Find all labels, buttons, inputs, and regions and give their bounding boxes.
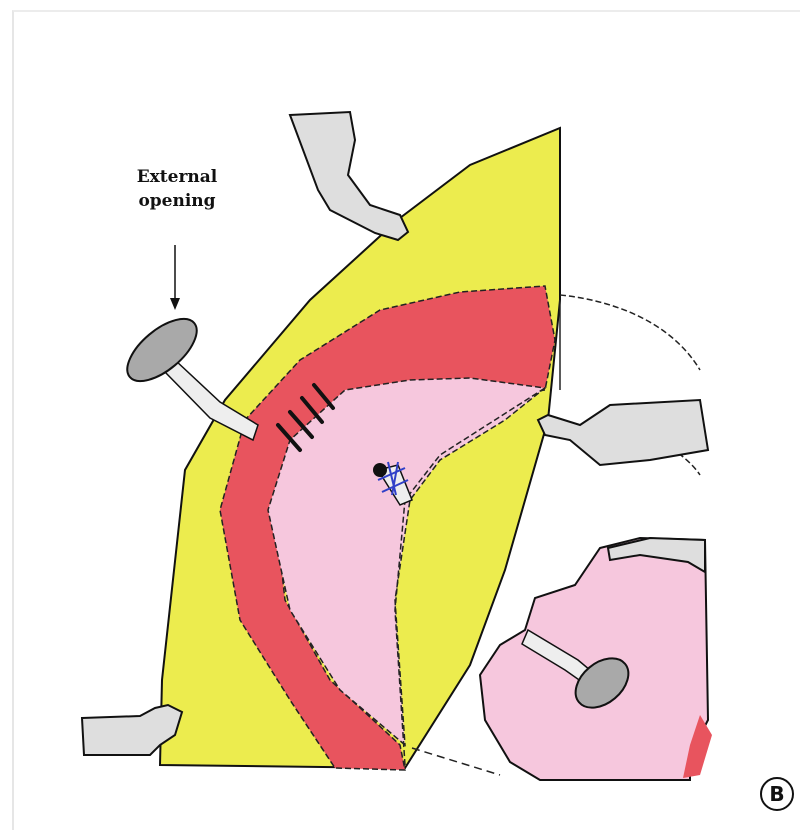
- bottom-dashed-line: [412, 748, 500, 775]
- external-opening-label: External opening: [132, 165, 222, 213]
- outer-dashed-curve-1: [560, 295, 700, 370]
- inset-pink-flap: [480, 538, 708, 780]
- internal-opening-dot: [373, 463, 387, 477]
- label-line-1: External: [132, 165, 222, 189]
- top-retractor: [290, 112, 408, 240]
- panel-label-text: B: [769, 782, 784, 806]
- label-line-2: opening: [132, 189, 222, 213]
- right-retractor: [538, 400, 708, 465]
- panel-label-badge: B: [760, 777, 794, 811]
- arrow-icon: [170, 245, 180, 310]
